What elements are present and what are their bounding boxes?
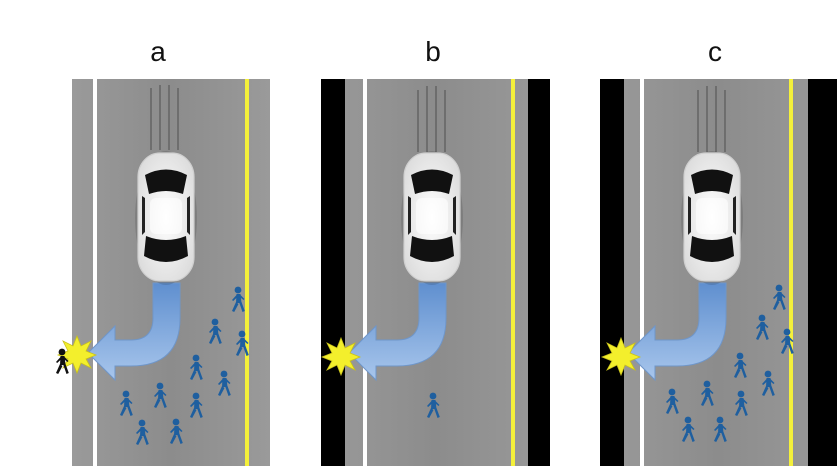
yellow-lane-line-a [245,79,249,466]
impact-icon-c [602,338,640,375]
impact-icon-b [322,338,360,375]
white-lane-line-b [363,79,367,466]
barrier-right-b [528,79,550,466]
yellow-lane-line-b [511,79,515,466]
car-b [401,151,463,285]
white-lane-line-c [640,79,644,466]
panel-c [600,79,837,466]
barrier-left-b [321,79,345,466]
panel-b [321,79,550,466]
yellow-lane-line-c [789,79,793,466]
white-lane-line-a [93,79,97,466]
barrier-right-c [808,79,837,466]
car-a [135,151,197,285]
panel-a [56,79,270,466]
barrier-left-c [600,79,624,466]
car-c [681,151,743,285]
